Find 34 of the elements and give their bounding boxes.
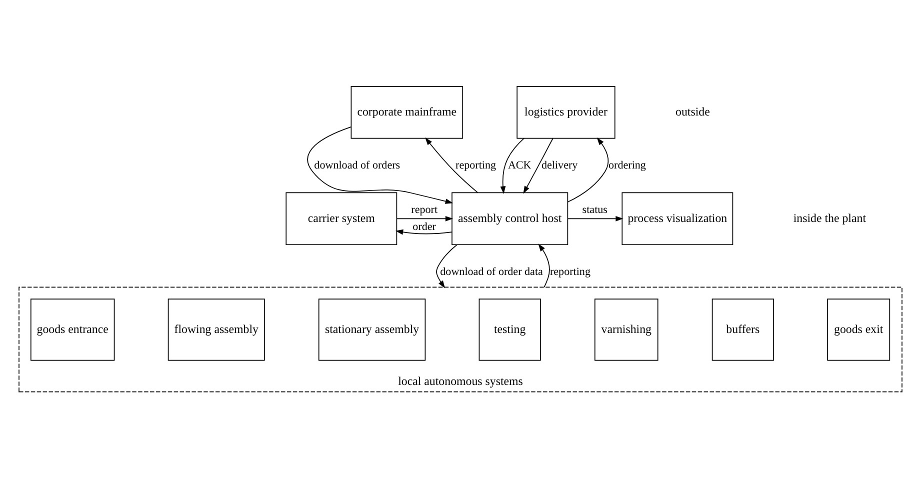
- arrow: [567, 137, 609, 202]
- node-box: process visualization: [622, 192, 734, 246]
- edge-label: reporting: [456, 159, 496, 172]
- node-box: logistics provider: [516, 86, 616, 139]
- edge-label: download of order data: [440, 266, 543, 278]
- edge-label: order: [412, 221, 436, 234]
- arrow: [523, 138, 554, 194]
- node-box: goods exit: [827, 298, 890, 361]
- node-box: buffers: [712, 298, 774, 361]
- node-box: varnishing: [594, 298, 658, 361]
- edge-label: download of orders: [314, 159, 400, 172]
- arrow: [567, 216, 624, 222]
- arrow: [425, 137, 478, 193]
- arrow: [500, 138, 524, 194]
- edge-label: status: [582, 204, 608, 216]
- label: outside: [676, 104, 710, 118]
- arrow: [307, 126, 454, 204]
- node-box: stationary assembly: [318, 298, 426, 361]
- edge-label: ordering: [608, 159, 646, 172]
- node-box: corporate mainframe: [350, 86, 464, 139]
- node-box: goods entrance: [30, 298, 115, 361]
- node-box: flowing assembly: [168, 298, 265, 361]
- arrow: [395, 229, 452, 235]
- arrow: [396, 216, 454, 222]
- node-box: testing: [478, 298, 541, 361]
- node-box: carrier system: [286, 192, 398, 246]
- edge-label: ACK: [508, 159, 532, 172]
- edge-label: report: [411, 204, 438, 216]
- label: inside the plant: [793, 210, 866, 225]
- edge-label: delivery: [542, 159, 578, 172]
- arrow: [436, 244, 458, 288]
- edge-label: reporting: [550, 266, 590, 278]
- node-box: assembly control host: [452, 192, 568, 246]
- arrow: [538, 244, 550, 288]
